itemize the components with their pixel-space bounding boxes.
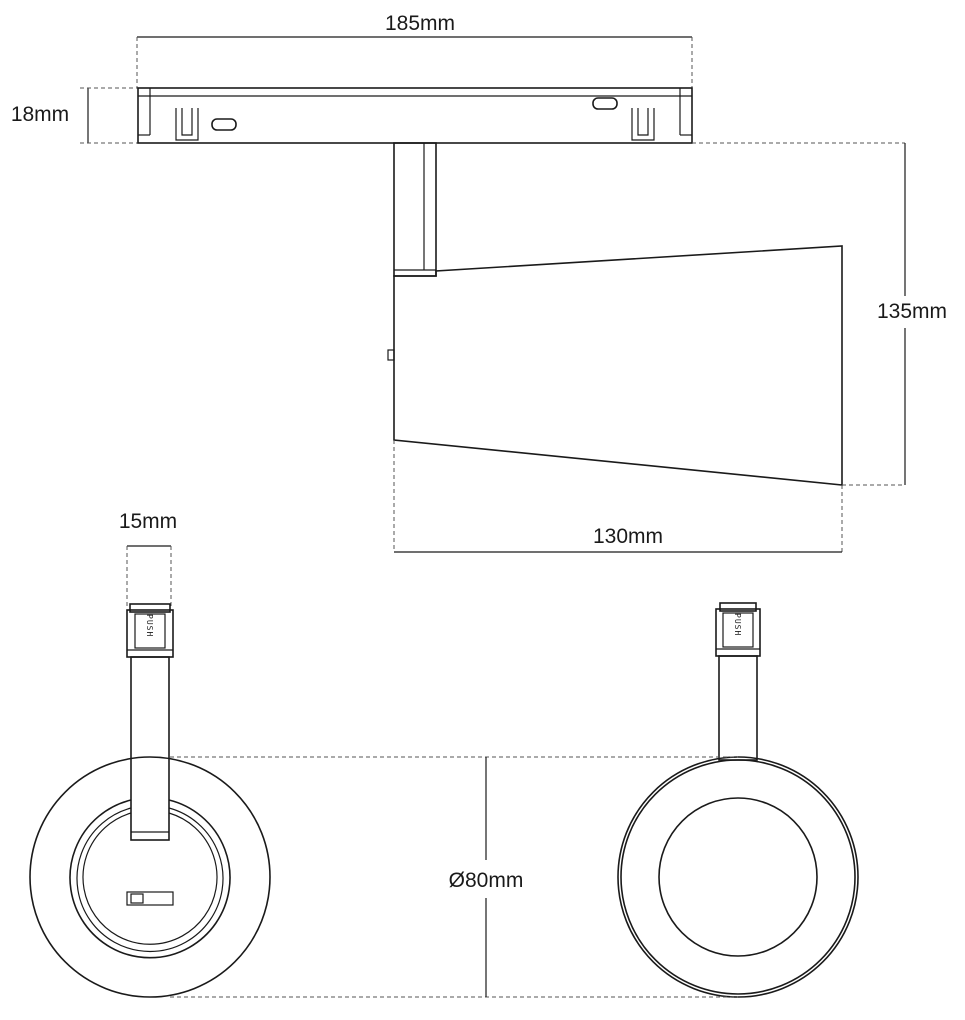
dim-diameter: Ø80mm	[170, 756, 738, 998]
dim-label-height-total: 135mm	[877, 300, 947, 323]
rail-adapter-side	[137, 87, 693, 144]
connector-right: PUSH	[715, 602, 761, 657]
stem-front	[718, 655, 758, 761]
dim-adapter-width: 15mm	[119, 510, 177, 606]
lamp-head-side	[387, 245, 843, 486]
lamp-front-view	[617, 756, 859, 998]
dim-label-height-rail: 18mm	[11, 103, 69, 126]
dim-height-total: 135mm	[692, 142, 947, 486]
lamp-rear-view	[29, 756, 271, 998]
dim-label-adapter-width: 15mm	[119, 510, 177, 533]
dim-label-diameter: Ø80mm	[449, 869, 524, 892]
dim-label-width-top: 185mm	[385, 12, 455, 35]
push-label-left: PUSH	[145, 614, 154, 637]
connector-left: PUSH	[126, 603, 174, 658]
stem-rear	[130, 656, 170, 841]
stem-side	[393, 142, 437, 277]
dim-height-rail: 18mm	[11, 87, 138, 144]
dim-label-length-head: 130mm	[593, 525, 663, 548]
push-label-right: PUSH	[733, 613, 742, 636]
dim-length-head: 130mm	[393, 440, 843, 553]
dim-width-top: 185mm	[136, 12, 693, 88]
